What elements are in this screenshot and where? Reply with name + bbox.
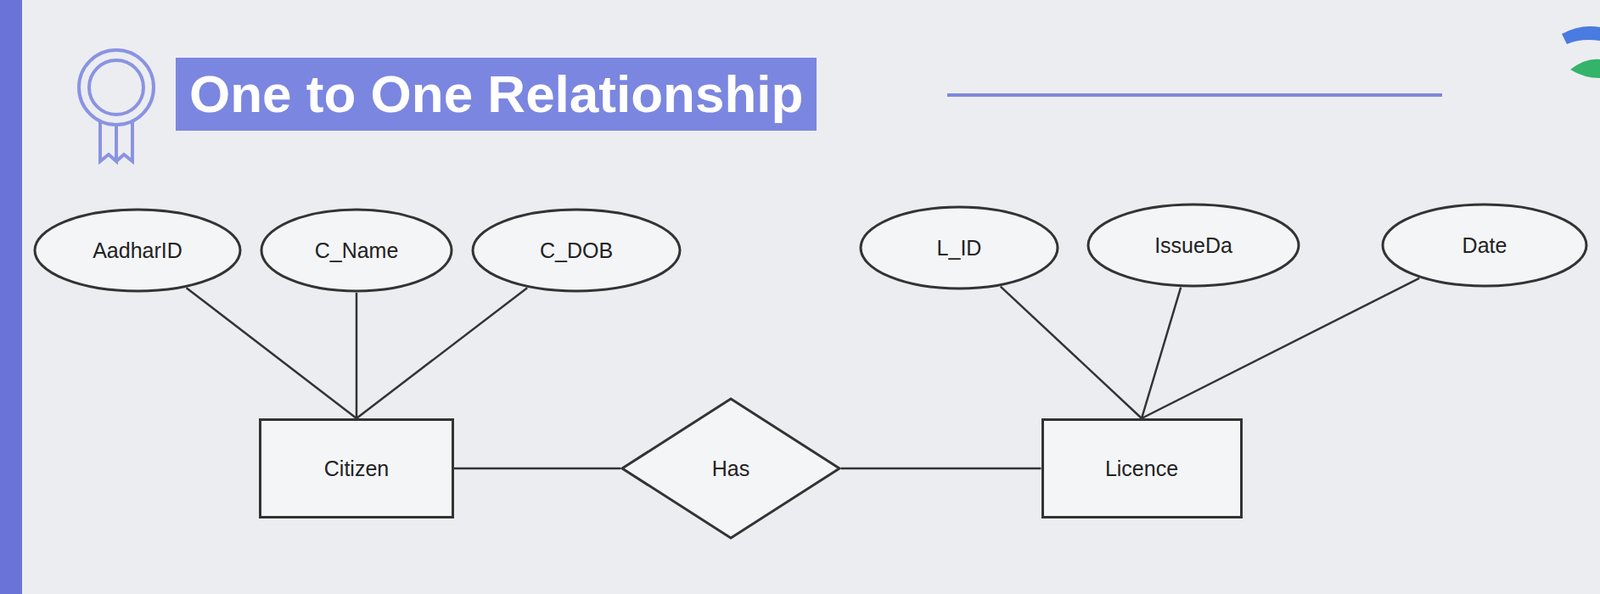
attribute-ellipse: IssueDa [1086, 202, 1301, 288]
connector-line [454, 468, 621, 470]
connector-line [356, 287, 528, 419]
diamond-path [622, 398, 840, 539]
entity-box: Citizen [258, 418, 455, 519]
node-label: C_Name [314, 238, 399, 264]
title-rule [947, 93, 1443, 97]
node-label: Date [1462, 233, 1508, 259]
ellipse-path [1382, 204, 1587, 287]
logo-fragment [1561, 26, 1600, 79]
ellipse-path [1088, 204, 1299, 287]
connector-line [186, 287, 357, 419]
connector-line [1000, 286, 1142, 419]
node-label: Citizen [324, 456, 389, 482]
connector-line [841, 468, 1042, 470]
ellipse-path [261, 209, 452, 292]
ellipse-path [34, 209, 241, 292]
attribute-ellipse: Date [1381, 202, 1589, 288]
entity-box: Licence [1041, 418, 1243, 519]
attribute-ellipse: C_Name [259, 207, 454, 293]
ellipse-path [860, 207, 1058, 289]
attribute-ellipse: L_ID [858, 205, 1060, 291]
connector-line [1141, 287, 1181, 419]
node-label: AadharID [92, 238, 183, 264]
node-label: IssueDa [1154, 233, 1233, 259]
node-label: Licence [1105, 456, 1179, 482]
attribute-ellipse: C_DOB [471, 207, 682, 293]
relationship-diamond: Has [620, 397, 842, 540]
badge-icon [78, 50, 154, 162]
attribute-ellipse: AadharID [33, 207, 242, 293]
node-label: C_DOB [539, 238, 613, 264]
connector-line [356, 292, 358, 419]
ellipse-path [472, 209, 680, 292]
connector-line [1141, 278, 1420, 419]
slide-title: One to One Relationship [175, 57, 817, 131]
node-label: Has [712, 456, 750, 482]
node-label: L_ID [937, 235, 983, 261]
side-bar [0, 0, 23, 594]
